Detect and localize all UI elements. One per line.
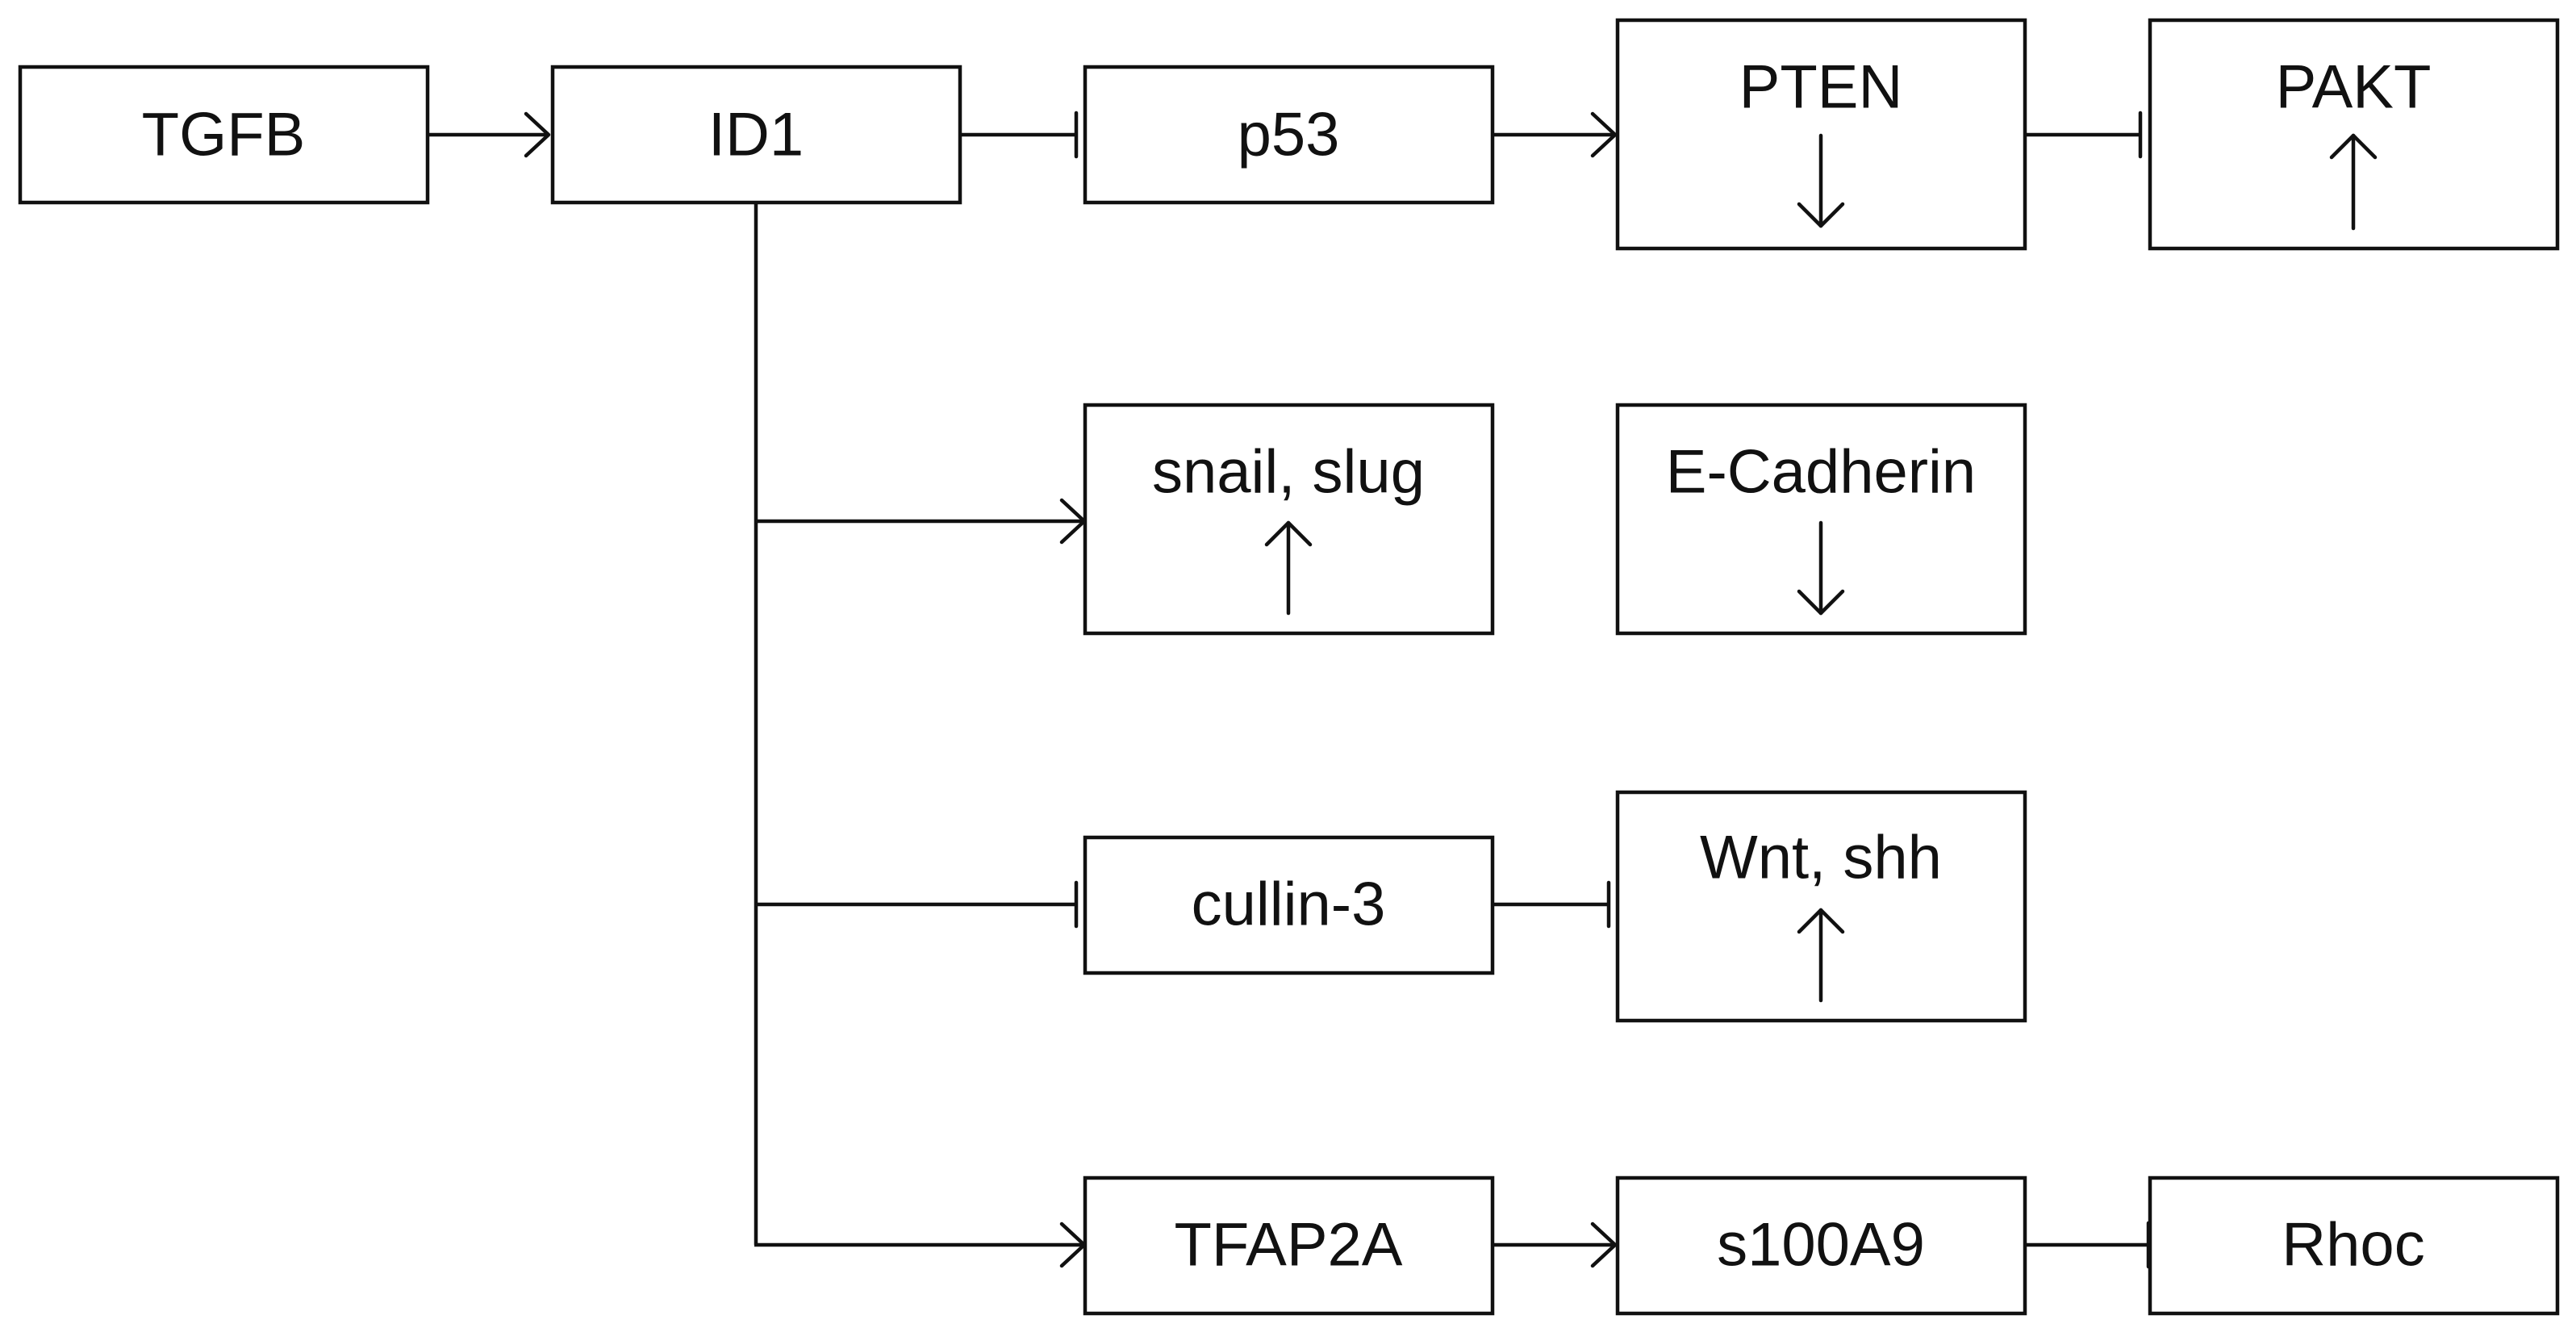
arrowhead-icon	[1590, 111, 1618, 158]
node-s100a9[interactable]: s100A9	[1615, 1175, 2027, 1316]
node-wnt-shh[interactable]: Wnt, shh	[1615, 790, 2027, 1023]
node-snail-slug[interactable]: snail, slug	[1083, 403, 1495, 636]
down-arrow-icon	[1797, 520, 1845, 616]
node-box	[1083, 835, 1495, 975]
edge-tgfb-to-id1	[428, 111, 551, 158]
edge-pten-to-pakt	[2025, 111, 2143, 159]
node-box	[1615, 1175, 2027, 1316]
arrowhead-icon	[1590, 1221, 1618, 1268]
node-box	[18, 65, 430, 205]
node-rhoc[interactable]: Rhoc	[2148, 1175, 2560, 1316]
node-pakt[interactable]: PAKT	[2148, 18, 2560, 251]
arrowhead-icon	[524, 111, 551, 158]
node-label: snail, slug	[1152, 438, 1425, 507]
node-label: Rhoc	[2282, 1211, 2424, 1280]
down-arrow-icon	[1797, 133, 1845, 228]
edge-id1-to-snail-slug	[756, 498, 1087, 545]
node-p53[interactable]: p53	[1083, 65, 1495, 205]
edge-id1-to-tfap2a	[754, 1221, 1087, 1268]
node-label: TGFB	[142, 101, 306, 169]
node-label: PAKT	[2276, 53, 2432, 122]
node-label: cullin-3	[1192, 871, 1386, 939]
node-box	[2148, 1175, 2560, 1316]
node-label: ID1	[708, 101, 804, 169]
node-box	[550, 65, 962, 205]
edge-cullin3-to-wnt-shh	[1493, 880, 1611, 929]
edge-s100a9-to-rhoc	[2025, 1221, 2151, 1269]
node-label: Wnt, shh	[1700, 824, 1942, 892]
up-arrow-icon	[2329, 133, 2378, 231]
nodes: TGFB ID1 p53 PTEN PAKT	[18, 18, 2560, 1316]
node-id1[interactable]: ID1	[550, 65, 962, 205]
node-tgfb[interactable]: TGFB	[18, 65, 430, 205]
node-label: PTEN	[1739, 53, 1903, 122]
node-label: s100A9	[1717, 1211, 1925, 1280]
up-arrow-icon	[1264, 520, 1313, 616]
edge-id1-to-p53	[960, 111, 1079, 159]
edge-id1-to-cullin3	[756, 880, 1079, 929]
node-pten[interactable]: PTEN	[1615, 18, 2027, 251]
node-box	[1083, 1175, 1495, 1316]
node-label: E-Cadherin	[1666, 438, 1976, 507]
edge-tfap2a-to-s100a9	[1493, 1221, 1618, 1268]
node-tfap2a[interactable]: TFAP2A	[1083, 1175, 1495, 1316]
edge-p53-to-pten	[1493, 111, 1618, 158]
node-label: TFAP2A	[1175, 1211, 1403, 1280]
node-label: p53	[1238, 101, 1340, 169]
up-arrow-icon	[1797, 908, 1845, 1003]
node-box	[1083, 65, 1495, 205]
node-cullin3[interactable]: cullin-3	[1083, 835, 1495, 975]
edges	[428, 111, 2151, 1269]
node-e-cadherin[interactable]: E-Cadherin	[1615, 403, 2027, 636]
